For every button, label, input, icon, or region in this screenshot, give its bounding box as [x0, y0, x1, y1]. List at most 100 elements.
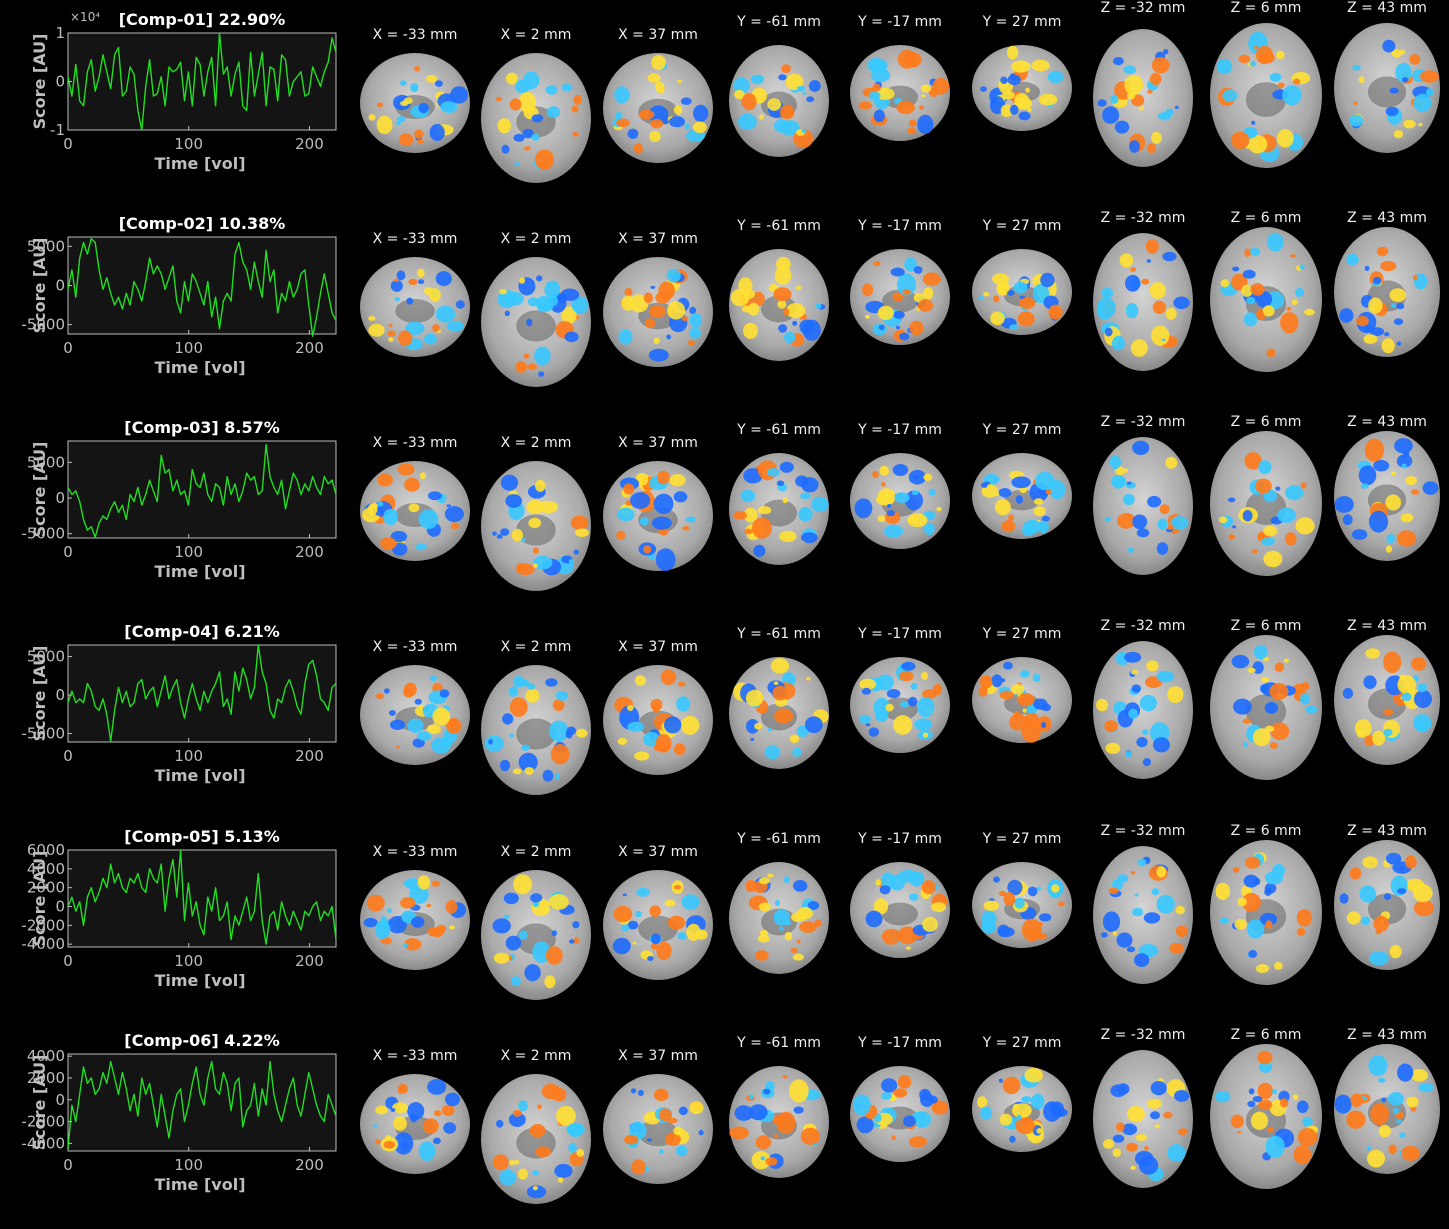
activation-blob	[893, 1088, 908, 1098]
activation-blob	[759, 114, 764, 120]
activation-blob	[417, 731, 432, 741]
activation-blob	[1360, 483, 1369, 489]
activation-blob	[734, 1105, 754, 1121]
activation-blob	[777, 299, 787, 309]
activation-blob	[1234, 918, 1247, 930]
activation-blob	[1258, 1099, 1273, 1110]
activation-blob	[1258, 460, 1272, 475]
activation-blob	[686, 923, 701, 941]
activation-blob	[568, 939, 575, 944]
activation-blob	[376, 115, 393, 135]
activation-blob	[983, 292, 990, 297]
activation-blob	[554, 773, 561, 780]
activation-blob	[778, 324, 787, 333]
activation-blob	[1293, 683, 1304, 693]
y-tick-label: 0	[55, 1091, 65, 1109]
activation-blob	[993, 876, 1000, 883]
activation-blob	[770, 658, 790, 674]
brain-slice	[481, 257, 591, 387]
activation-blob	[1114, 120, 1130, 134]
activation-blob	[418, 509, 439, 529]
activation-blob	[440, 101, 458, 113]
activation-blob	[1342, 514, 1353, 526]
activation-blob	[1383, 651, 1402, 674]
y-tick-label: -5000	[21, 525, 65, 543]
activation-blob	[760, 1156, 766, 1161]
activation-blob	[797, 906, 813, 920]
activation-blob	[758, 902, 771, 912]
activation-blob	[1255, 45, 1274, 65]
brain-slice	[729, 453, 829, 565]
activation-blob	[616, 118, 630, 128]
activation-blob	[1156, 542, 1169, 555]
activation-blob	[929, 1095, 938, 1104]
activation-blob	[377, 501, 384, 507]
activation-blob	[673, 743, 686, 756]
y-axis-label: Score [AU]	[30, 238, 49, 334]
activation-blob	[689, 306, 697, 315]
activation-blob	[741, 93, 757, 111]
activation-blob	[624, 1134, 639, 1145]
activation-blob	[792, 747, 802, 757]
slice-label: Y = -61 mm	[737, 1035, 821, 1051]
brain-slice	[603, 665, 713, 775]
activation-blob	[1111, 474, 1126, 489]
activation-blob	[1270, 722, 1290, 741]
activation-blob	[518, 930, 528, 940]
activation-blob	[754, 722, 763, 730]
activation-blob	[410, 1113, 418, 1123]
activation-blob	[1356, 315, 1369, 327]
y-tick-label: 6000	[27, 841, 65, 859]
activation-blob	[1296, 909, 1313, 927]
activation-blob	[435, 271, 452, 287]
activation-blob	[796, 725, 809, 737]
activation-blob	[993, 295, 1000, 303]
activation-blob	[1036, 886, 1042, 891]
activation-blob	[1269, 683, 1289, 701]
y-axis-label: Score [AU]	[30, 34, 49, 130]
activation-blob	[542, 769, 554, 782]
activation-blob	[781, 64, 791, 73]
activation-blob	[1154, 1124, 1160, 1129]
activation-blob	[1250, 1111, 1269, 1130]
activation-blob	[891, 1135, 896, 1141]
activation-blob	[932, 683, 943, 696]
brain-slice	[481, 461, 591, 591]
activation-blob	[1146, 1098, 1162, 1109]
activation-blob	[1220, 279, 1230, 288]
activation-blob	[676, 696, 691, 712]
activation-blob	[612, 937, 631, 955]
activation-blob	[1132, 514, 1148, 530]
slice-label: Z = 43 mm	[1347, 618, 1427, 634]
activation-blob	[873, 898, 889, 915]
slice-label: Z = 43 mm	[1347, 0, 1427, 16]
activation-blob	[1131, 871, 1136, 875]
activation-blob	[1149, 282, 1166, 299]
activation-blob	[506, 292, 524, 306]
activation-blob	[1242, 269, 1256, 279]
brain-slice	[1210, 840, 1322, 985]
activation-blob	[1362, 856, 1378, 869]
brain-slice	[1334, 23, 1440, 153]
y-tick-label: 5000	[27, 237, 65, 255]
activation-blob	[1130, 267, 1137, 272]
activation-blob	[390, 279, 403, 292]
activation-blob	[1130, 1165, 1136, 1170]
activation-blob	[892, 464, 909, 476]
activation-blob	[914, 718, 933, 731]
activation-blob	[397, 463, 415, 476]
activation-blob	[432, 324, 440, 332]
activation-blob	[534, 149, 555, 170]
activation-blob	[1003, 892, 1016, 906]
activation-blob	[1400, 513, 1414, 523]
activation-blob	[907, 127, 916, 135]
slice-label: Y = -61 mm	[737, 422, 821, 438]
activation-blob	[877, 488, 896, 506]
slice-label: Y = -61 mm	[737, 218, 821, 234]
activation-blob	[978, 296, 984, 300]
brain-ventricle	[761, 295, 797, 323]
activation-blob	[653, 493, 674, 514]
activation-blob	[570, 515, 589, 530]
